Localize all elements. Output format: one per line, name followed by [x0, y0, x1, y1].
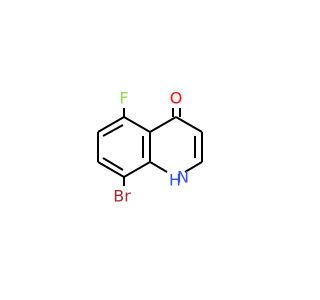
- bond-c8-c8a: [123, 161, 151, 178]
- bond-c2-n1: [184, 161, 203, 173]
- bond-c4a-c4: [149, 116, 177, 133]
- molecule-structure-diagram: F O N H Br: [97, 89, 203, 206]
- bromine-atom-label: Br: [113, 187, 131, 206]
- fluorine-atom-label: F: [119, 89, 128, 108]
- bond-c7-c8: [97, 161, 125, 178]
- oxygen-atom-label: O: [170, 89, 183, 108]
- bond-c5-c6-double: [102, 124, 124, 137]
- hydrogen-atom-label: H: [169, 171, 181, 190]
- bond-group: [97, 108, 203, 186]
- nitrogen-atom-label: N: [177, 168, 189, 187]
- bond-c4-c3: [175, 116, 203, 133]
- bond-c7-c8-double: [102, 157, 124, 171]
- bond-c4a-c5: [123, 116, 151, 133]
- bond-n1-c8a: [149, 161, 168, 173]
- bond-c5-c6: [97, 116, 125, 133]
